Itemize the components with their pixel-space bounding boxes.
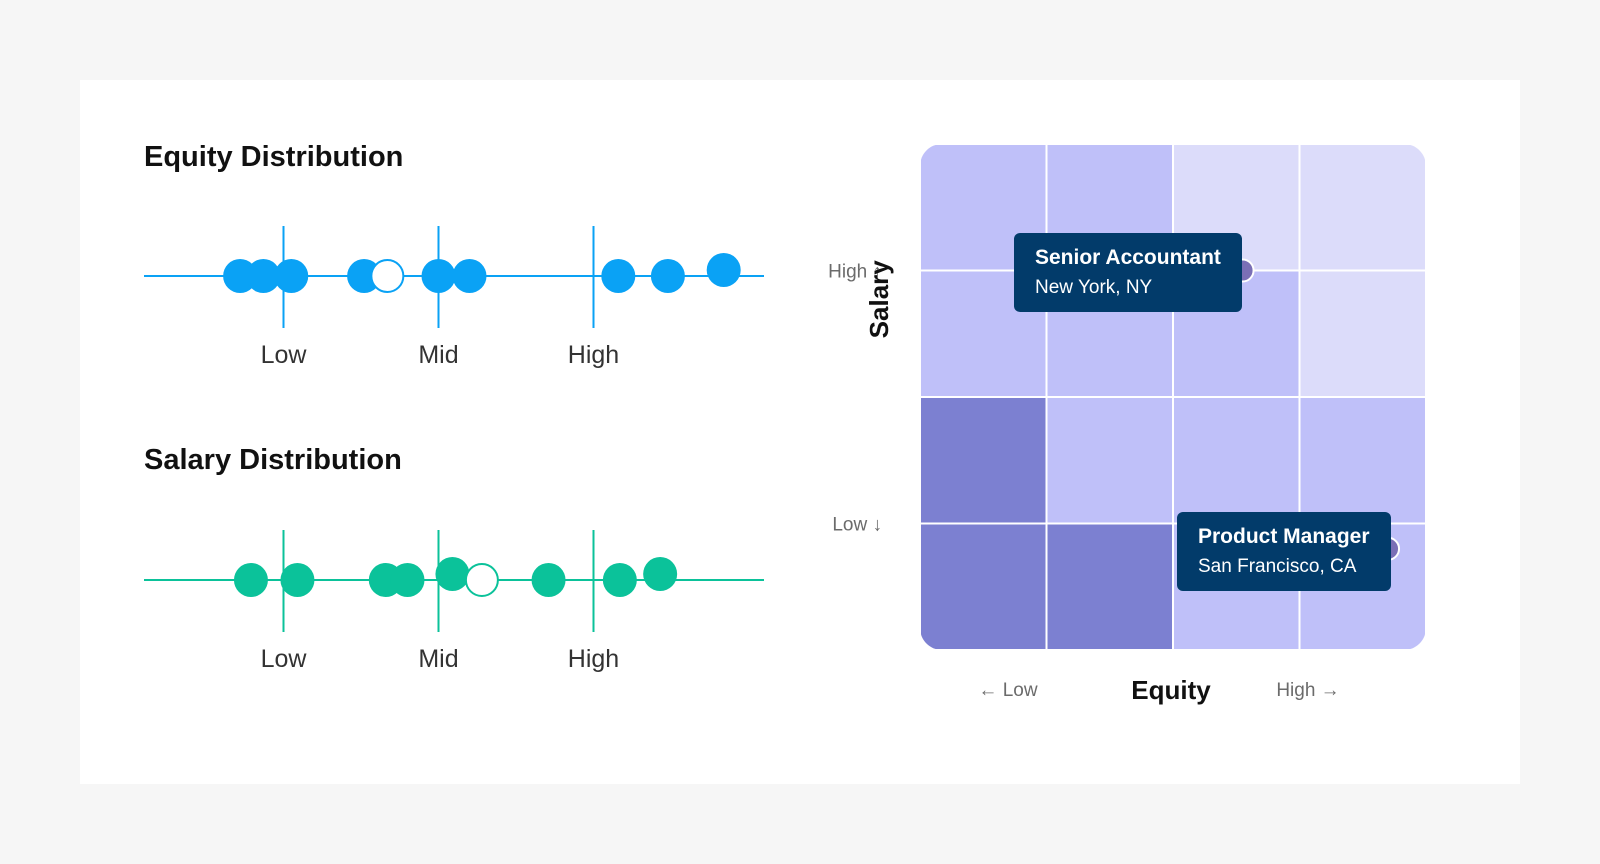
matrix-cell [1300,398,1425,523]
tick-label-mid: Mid [418,645,458,673]
tooltip-title: Senior Accountant [1035,246,1221,269]
tooltip-title: Product Manager [1198,525,1370,548]
y-axis-low-label: Low ↓ [832,515,882,536]
tick-label-low: Low [261,341,308,369]
data-point [280,563,315,597]
data-point [435,557,470,591]
data-point [706,253,741,287]
data-point [390,563,425,597]
tick-label-low: Low [261,645,308,673]
tooltip-subtitle: San Francisco, CA [1198,556,1357,577]
data-point [452,259,487,293]
salary-equity-matrix: High ↑ Low ↓ Salary ← Low Equity High → [828,144,1426,705]
data-point [223,259,258,293]
matrix-cell [921,524,1046,649]
matrix-cell [921,398,1046,523]
tooltip-senior-accountant: Senior Accountant New York, NY [1014,233,1242,312]
data-point [650,259,685,293]
data-point-highlight [464,563,499,597]
data-point [274,259,309,293]
matrix-cell [1300,145,1425,270]
matrix-cell [1300,271,1425,396]
matrix-cell [1047,524,1172,649]
equity-distribution-title: Equity Distribution [144,141,404,173]
data-point [246,259,281,293]
x-axis-title: Equity [1131,675,1211,705]
data-point [347,259,382,293]
salary-distribution-title: Salary Distribution [144,444,402,476]
x-axis-low-label: ← Low [978,680,1037,701]
tooltip-subtitle: New York, NY [1035,277,1153,298]
data-point [421,259,456,293]
data-point [643,557,678,591]
data-point [233,563,268,597]
tooltip-product-manager: Product Manager San Francisco, CA [1177,512,1391,591]
tick-label-high: High [568,645,619,673]
y-axis-title: Salary [864,260,894,339]
data-point [601,259,636,293]
equity-distribution-plot: Low Mid High [144,226,764,369]
y-axis-high-label: High ↑ [828,262,882,283]
salary-distribution-plot: Low Mid High [144,530,764,673]
x-axis-high-label: High → [1276,680,1339,701]
data-point-highlight [370,259,405,293]
matrix-cell [1174,398,1299,523]
data-point [602,563,637,597]
matrix-cell [1047,398,1172,523]
data-point [531,563,566,597]
tick-label-high: High [568,341,619,369]
tick-label-mid: Mid [418,341,458,369]
